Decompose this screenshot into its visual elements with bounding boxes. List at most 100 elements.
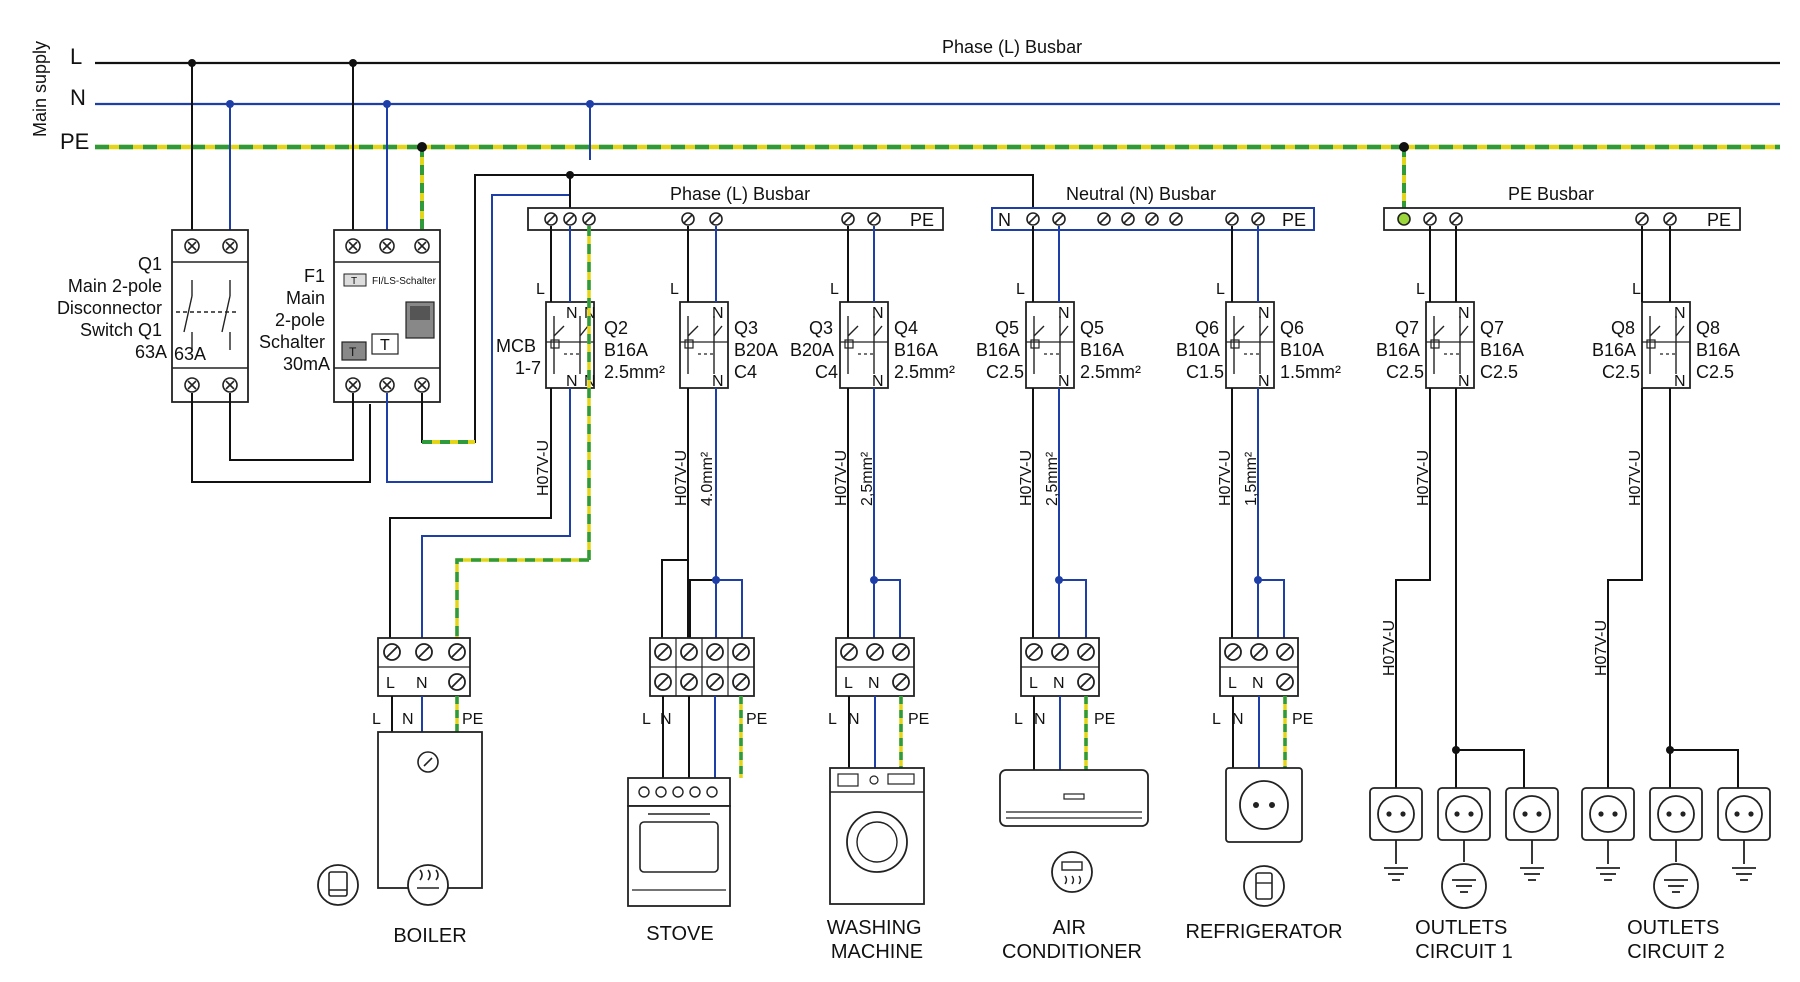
svg-text:N: N <box>868 675 880 692</box>
svg-text:N: N <box>1058 373 1070 390</box>
pe-busbar-label: PE Busbar <box>1508 184 1594 204</box>
svg-text:PE: PE <box>1292 711 1313 728</box>
svg-text:N: N <box>872 373 884 390</box>
ground-icon <box>1653 863 1699 909</box>
outlets-circuit-2-label: OUTLETS CIRCUIT 2 <box>1627 917 1725 963</box>
breaker-q4: L N N Q3 B20A C4 Q4 B16A 2.5mm² <box>790 281 955 390</box>
q6-label: Q6 B10A 1.5mm² <box>1280 318 1341 382</box>
svg-text:L: L <box>1016 281 1025 298</box>
svg-text:2,5mm²: 2,5mm² <box>1044 451 1061 506</box>
svg-text:T: T <box>351 276 357 287</box>
neutral-busbar-label: Neutral (N) Busbar <box>1066 184 1216 204</box>
breaker-q6: L N N Q6 B10A C1.5 Q6 B10A 1.5mm² <box>1176 281 1341 390</box>
breaker-q8: L N N Q8 B16A C2.5 Q8 B16A C2.5 <box>1592 281 1744 390</box>
svg-text:PE: PE <box>746 711 767 728</box>
svg-text:L: L <box>1632 281 1641 298</box>
svg-text:N: N <box>566 305 578 322</box>
q1-disconnector: 63A <box>171 229 249 403</box>
q4-label: Q4 B16A 2.5mm² <box>894 318 955 382</box>
q1-rating-inside: 63A <box>174 344 206 364</box>
svg-text:T: T <box>349 345 357 359</box>
svg-text:2,5mm²: 2,5mm² <box>859 451 876 506</box>
svg-text:H07V-U: H07V-U <box>1415 450 1432 506</box>
svg-text:L: L <box>372 711 381 728</box>
socket-icon <box>1369 787 1423 841</box>
supply-n-label: N <box>70 85 86 110</box>
outlets-circuit-1: OUTLETS CIRCUIT 1 <box>1369 787 1559 963</box>
svg-text:N: N <box>566 373 578 390</box>
svg-text:N: N <box>1458 373 1470 390</box>
svg-text:H07V-U: H07V-U <box>535 440 552 496</box>
svg-text:N: N <box>1232 711 1244 728</box>
mcb-group-label: MCB 1-7 <box>496 336 541 378</box>
breaker-q5: L N N Q5 B16A C2.5 Q5 B16A 2.5mm² <box>976 281 1141 390</box>
appliance-wires <box>391 696 1287 778</box>
outlets-circuit-2: OUTLETS CIRCUIT 2 <box>1581 787 1771 963</box>
svg-text:L: L <box>1014 711 1023 728</box>
f1-test-button[interactable] <box>371 333 399 355</box>
terminal-block-stove: L N PE <box>642 637 767 728</box>
supply-pe-label: PE <box>60 129 89 154</box>
svg-text:H07V-U: H07V-U <box>1381 620 1398 676</box>
phase-busbar: Phase (L) Busbar PE <box>527 184 944 231</box>
q3-label: Q3 B20A C4 <box>734 318 782 382</box>
terminal-block-fridge: L N L N PE <box>1212 637 1313 728</box>
ground-icon <box>1383 867 1409 881</box>
q2-label: Q2 B16A 2.5mm² <box>604 318 665 382</box>
water-heater-icon <box>317 864 359 906</box>
main-supply-label: Main supply <box>30 41 50 137</box>
feed-wiring <box>191 100 1034 483</box>
svg-text:N: N <box>1458 305 1470 322</box>
q7-label: Q7 B16A C2.5 <box>1480 318 1528 382</box>
outlets-circuit-1-label: OUTLETS CIRCUIT 1 <box>1415 917 1513 963</box>
svg-text:N: N <box>1252 675 1264 692</box>
q5-left-label: Q5 B16A C2.5 <box>976 318 1024 382</box>
stove: STOVE <box>627 777 731 945</box>
f1-device-label: FI/LS-Schalter <box>372 276 437 287</box>
q8-label: Q8 B16A C2.5 <box>1696 318 1744 382</box>
air-conditioner: AIR CONDITIONER <box>999 769 1149 963</box>
supply-taps <box>188 59 1409 230</box>
q8-left-label: Q8 B16A C2.5 <box>1592 318 1640 382</box>
svg-text:N: N <box>712 373 724 390</box>
down-leads <box>389 388 1739 788</box>
ground-icon <box>1595 867 1621 881</box>
svg-text:PE: PE <box>462 711 483 728</box>
svg-text:L: L <box>1228 675 1237 692</box>
svg-text:T: T <box>380 337 390 354</box>
svg-text:N: N <box>402 711 414 728</box>
svg-text:H07V-U: H07V-U <box>673 450 690 506</box>
stove-icon <box>627 777 731 907</box>
svg-text:N: N <box>1258 373 1270 390</box>
phase-busbar-label: Phase (L) Busbar <box>670 184 810 204</box>
ground-icon <box>1519 867 1545 881</box>
svg-text:PE: PE <box>910 210 934 230</box>
svg-text:1,5mm²: 1,5mm² <box>1243 451 1260 506</box>
svg-text:PE: PE <box>908 711 929 728</box>
socket-icon <box>1581 787 1635 841</box>
svg-text:N: N <box>1058 305 1070 322</box>
terminal-block-boiler: L N L N PE <box>372 637 483 728</box>
svg-text:L: L <box>670 281 679 298</box>
svg-text:N: N <box>998 210 1011 230</box>
pe-busbar: PE Busbar PE <box>1383 184 1741 231</box>
washing-machine-label: WASHING MACHINE <box>827 917 927 963</box>
q1-label: Q1 Main 2-pole Disconnector Switch Q1 63… <box>57 254 167 362</box>
svg-text:L: L <box>1216 281 1225 298</box>
boiler: BOILER <box>317 731 483 947</box>
svg-text:H07V-U: H07V-U <box>1018 450 1035 506</box>
terminal-block-washer: L N L N PE <box>828 637 929 728</box>
refrigerator-label: REFRIGERATOR <box>1185 921 1342 943</box>
svg-text:N: N <box>1053 675 1065 692</box>
svg-text:N: N <box>872 305 884 322</box>
breaker-q3: L N N Q3 B20A C4 <box>670 281 782 390</box>
svg-text:N: N <box>660 711 672 728</box>
svg-text:L: L <box>1212 711 1221 728</box>
heating-icon <box>407 864 449 906</box>
svg-text:H07V-U: H07V-U <box>1593 620 1610 676</box>
supply-l-label: L <box>70 44 82 69</box>
top-phase-busbar-label: Phase (L) Busbar <box>942 37 1082 57</box>
svg-text:L: L <box>828 711 837 728</box>
